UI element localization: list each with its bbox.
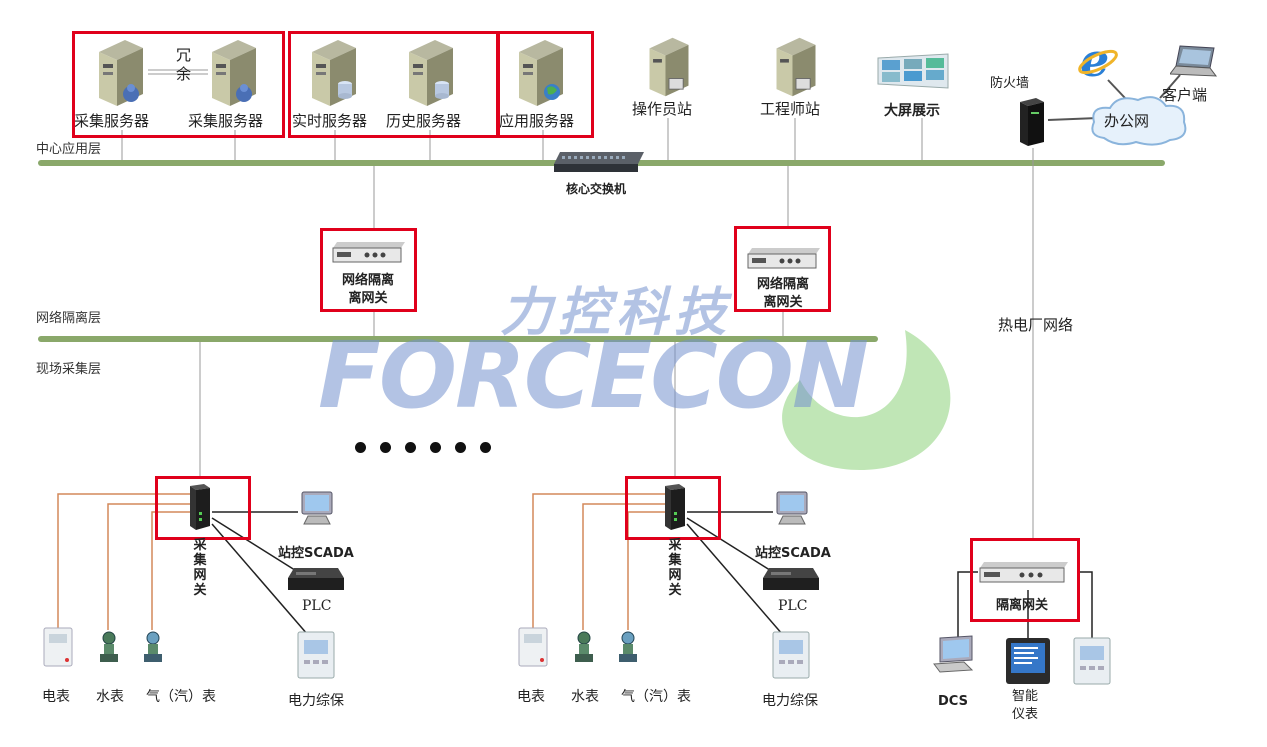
- highlight-plant-gateway: [970, 538, 1080, 622]
- layer-label-field: 现场采集层: [36, 362, 102, 377]
- core-switch-icon: [554, 152, 644, 172]
- workstation-icon: [776, 37, 816, 97]
- plc-label: PLC: [302, 598, 332, 614]
- redundant-label: 冗余: [176, 46, 192, 83]
- highlight-gateway-left: [320, 228, 417, 312]
- plc-icon: [763, 568, 819, 590]
- gas-meter-label: 气（汽）表: [621, 689, 691, 705]
- power-protection-icon: [772, 631, 810, 679]
- scada-label: 站控SCADA: [755, 546, 831, 561]
- gas-meter-label: 气（汽）表: [146, 689, 216, 705]
- scada-monitor-icon: [301, 491, 333, 525]
- laptop-icon: [1170, 45, 1218, 77]
- power-protection-label: 电力综保: [288, 693, 344, 709]
- power-protection-icon: [297, 631, 335, 679]
- isolation-gateway-icon: [332, 242, 405, 263]
- highlight-collect-gateway-left: [155, 476, 251, 540]
- isolation-gateway-icon: [979, 562, 1068, 583]
- firewall-icon: [1020, 98, 1044, 146]
- browser-e-icon: e: [1078, 36, 1118, 82]
- app-server-label: 应用服务器: [499, 112, 575, 130]
- ellipsis-dot: [380, 442, 391, 453]
- power-protection-icon: [1073, 637, 1111, 685]
- gas-meter-icon: [144, 631, 162, 662]
- server-icon: [99, 40, 143, 106]
- video-wall-icon: [877, 53, 949, 89]
- gas-meter-icon: [619, 631, 637, 662]
- collector-server-label: 采集服务器: [74, 112, 150, 130]
- server-globe-icon: [519, 40, 563, 106]
- watermark-swoosh: [782, 330, 951, 470]
- collect-gateway-icon: [190, 484, 210, 530]
- smart-meter-label: 智能仪表: [1012, 689, 1039, 722]
- watermark-en: FORCECON: [318, 322, 869, 429]
- big-screen-label: 大屏展示: [884, 103, 940, 119]
- isolation-gateway-icon: [747, 248, 820, 269]
- electric-meter-icon: [43, 627, 73, 667]
- power-protection-label: 电力综保: [762, 693, 818, 709]
- ellipsis-dot: [455, 442, 466, 453]
- plant-network-label: 热电厂网络: [998, 316, 1074, 334]
- client-label: 客户端: [1162, 86, 1208, 104]
- realtime-server-label: 实时服务器: [292, 112, 368, 130]
- collect-gateway-label: 采集网关: [668, 538, 682, 598]
- highlight-gateway-right: [734, 226, 831, 312]
- water-meter-label: 水表: [571, 689, 599, 705]
- collect-gateway-icon: [665, 484, 685, 530]
- isolation-gateway-label: 网络隔离离网关: [341, 273, 394, 306]
- watermark-cn: 力控科技: [500, 283, 733, 343]
- history-server-label: 历史服务器: [386, 112, 462, 130]
- collect-gateway-label: 采集网关: [193, 538, 207, 598]
- server-database-icon: [409, 40, 453, 106]
- scada-label: 站控SCADA: [278, 546, 354, 561]
- ellipsis-dot: [405, 442, 416, 453]
- isolation-bus: [38, 336, 878, 342]
- smart-meter-icon: [1006, 638, 1050, 684]
- scada-monitor-icon: [776, 491, 808, 525]
- core-switch-label: 核心交换机: [566, 182, 627, 196]
- dcs-monitor-icon: [933, 635, 974, 673]
- workstation-icon: [649, 37, 689, 97]
- highlight-collect-gateway-right: [625, 476, 721, 540]
- water-meter-icon: [575, 631, 593, 662]
- ellipsis-dot: [430, 442, 441, 453]
- operator-station-label: 操作员站: [632, 100, 693, 118]
- electric-meter-label: 电表: [517, 689, 545, 705]
- isolation-gateway-label: 网络隔离离网关: [756, 277, 809, 310]
- cloud-icon: [1091, 96, 1187, 146]
- ellipsis-dot: [355, 442, 366, 453]
- server-icon: [212, 40, 256, 106]
- plant-gateway-label: 隔离网关: [996, 598, 1049, 613]
- ellipsis-dot: [480, 442, 491, 453]
- dcs-label: DCS: [938, 694, 968, 709]
- plc-label: PLC: [778, 598, 808, 614]
- highlight-collector-group: [72, 31, 285, 138]
- collector-server-label: 采集服务器: [188, 112, 264, 130]
- office-net-label: 办公网: [1104, 112, 1150, 130]
- layer-label-center: 中心应用层: [36, 142, 102, 157]
- svg-text:e: e: [1080, 36, 1109, 82]
- water-meter-icon: [100, 631, 118, 662]
- server-database-icon: [312, 40, 356, 106]
- firewall-label: 防火墙: [990, 76, 1030, 91]
- electric-meter-label: 电表: [42, 689, 70, 705]
- water-meter-label: 水表: [96, 689, 124, 705]
- highlight-app-server: [497, 31, 594, 138]
- layer-label-isolation: 网络隔离层: [36, 311, 102, 326]
- electric-meter-icon: [518, 627, 548, 667]
- plc-icon: [288, 568, 344, 590]
- highlight-realtime-history-group: [288, 31, 499, 138]
- engineer-station-label: 工程师站: [760, 100, 821, 118]
